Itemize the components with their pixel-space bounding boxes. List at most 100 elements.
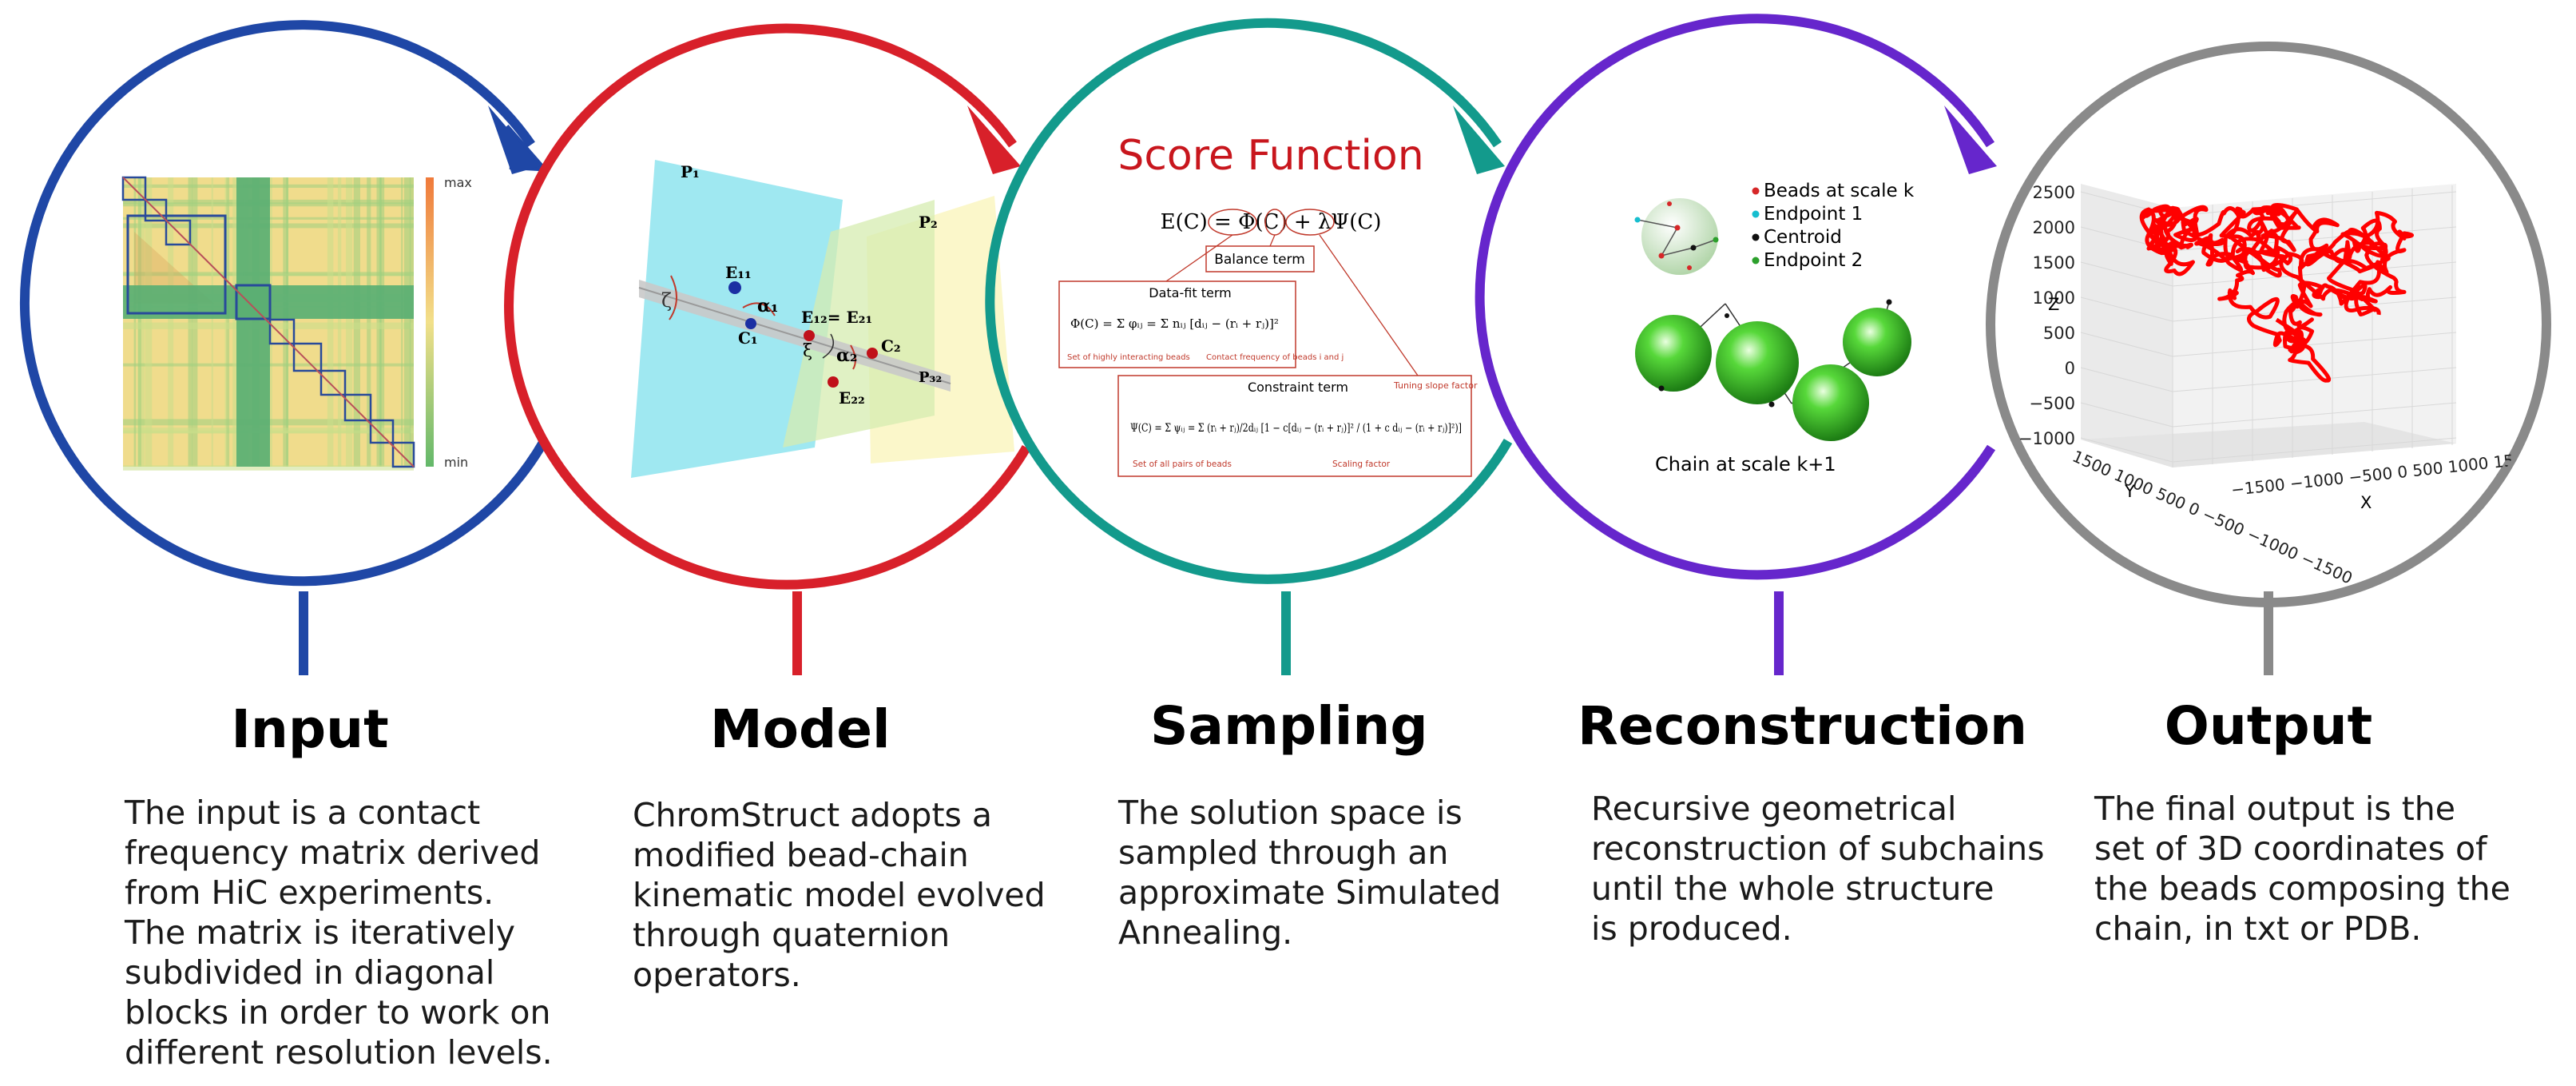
legend-entry: Endpoint 2	[1764, 250, 1863, 271]
description-line: The final output is the	[2094, 790, 2455, 828]
z-tick-label: 2000	[2033, 218, 2075, 237]
stage-sampling-title: Sampling	[1150, 695, 1428, 757]
legend-entry: Endpoint 1	[1764, 204, 1863, 225]
description-line: kinematic model evolved	[633, 876, 1046, 914]
z-tick-label: 1500	[2033, 253, 2075, 272]
model-stem	[792, 591, 802, 675]
description-line: sampled through an	[1118, 833, 1449, 872]
bead	[1716, 321, 1799, 404]
c1-label: C₁	[738, 328, 758, 348]
plane-p1-label: P₁	[681, 162, 700, 181]
description-line: from HiC experiments.	[125, 873, 494, 912]
score-function-panel: Score Function E(C) = Φ(C) + λΨ(C) Balan…	[1058, 132, 1478, 477]
colorbar-max-label: max	[444, 175, 472, 190]
chain-caption: Chain at scale k+1	[1655, 453, 1836, 475]
description-line: The matrix is iteratively	[125, 913, 516, 952]
plane-p2-label: P₂	[919, 213, 938, 232]
description-line: through quaternion	[633, 916, 951, 954]
sampling-arrow-icon	[1453, 105, 1505, 174]
datafit-note-2: Contact frequency of beads i and j	[1206, 353, 1344, 362]
description-line: ChromStruct adopts a	[633, 796, 993, 834]
diagonal-blocks	[121, 176, 415, 468]
description-line: reconstruction of subchains	[1591, 829, 2045, 868]
model-stage-graphic	[504, 23, 1031, 675]
c2-label: C₂	[881, 336, 901, 356]
output-stem	[2264, 591, 2273, 675]
description-line: Recursive geometrical	[1591, 790, 1957, 828]
zeta-label: ζ	[661, 289, 672, 312]
chain-trace	[2139, 202, 2415, 383]
z-tick-label: 0	[2065, 359, 2075, 378]
sampling-ring	[985, 18, 1513, 584]
y-axis-label: Y	[2124, 482, 2135, 501]
reconstruction-arrow-icon	[1944, 105, 1997, 174]
z-tick-label: 500	[2043, 324, 2075, 343]
constraint-equation: Ψ(C) = Σ ψᵢⱼ = Σ (rᵢ + rⱼ)/2dᵢⱼ [1 − c[d…	[1130, 422, 1462, 435]
bead	[1635, 315, 1712, 392]
legend-entry: Centroid	[1764, 227, 1842, 248]
description-line: The input is a contact	[125, 794, 481, 832]
output-stage-graphic	[1986, 42, 2551, 675]
z-axis-label: Z	[2048, 295, 2059, 314]
main-equation: E(C) = Φ(C) + λΨ(C)	[1161, 210, 1382, 234]
constraint-term-title: Constraint term	[1248, 380, 1348, 395]
kinematic-model: P₁ P₂ P₃₂ E₁₁ C₁ α₁ E₁₂= E₂₁ ξ α₂ C₂ E₂₂…	[631, 160, 1014, 478]
stage-reconstruction-title: Reconstruction	[1578, 695, 2028, 757]
input-stage-graphic	[19, 20, 550, 675]
constraint-note-1: Set of all pairs of beads	[1133, 459, 1232, 469]
sampling-stem	[1281, 591, 1291, 675]
description-line: frequency matrix derived	[125, 833, 541, 872]
sampling-stage-graphic	[985, 18, 1513, 675]
balance-term: Balance term	[1214, 252, 1305, 268]
datafit-equation: Φ(C) = Σ φᵢⱼ = Σ nᵢⱼ [dᵢⱼ − (rᵢ + rⱼ)]²	[1070, 316, 1279, 331]
bead	[1792, 364, 1869, 441]
description-line: The solution space is	[1118, 794, 1463, 832]
e11-label: E₁₁	[725, 263, 752, 282]
datafit-term-title: Data-fit term	[1149, 285, 1231, 300]
z-tick-label: 1000	[2033, 288, 2075, 308]
score-function-title: Score Function	[1117, 132, 1423, 180]
colorbar	[426, 177, 434, 467]
z-tick-label: −1000	[2018, 429, 2075, 448]
y-axis-ticks: 1500 1000 500 0 −500 −1000 −1500	[2070, 447, 2356, 588]
reconstruction-ring	[1475, 14, 1996, 580]
legend-marker	[1752, 257, 1760, 265]
e12-label: E₁₂= E₂₁	[801, 308, 872, 327]
model-arrow-icon	[967, 105, 1021, 174]
description-line: Annealing.	[1118, 913, 1293, 952]
plane-p3-label: P₃₂	[919, 369, 942, 386]
z-tick-label: −500	[2029, 394, 2075, 413]
description-line: modified bead-chain	[633, 836, 969, 874]
legend-marker	[1752, 233, 1760, 241]
model-ring	[504, 23, 1031, 590]
legend-marker	[1752, 210, 1760, 218]
description-line: approximate Simulated	[1118, 873, 1502, 912]
description-line: chain, in txt or PDB.	[2094, 909, 2422, 948]
stage-output-title: Output	[2164, 695, 2373, 757]
description-line: is produced.	[1591, 909, 1792, 948]
legend-marker	[1752, 187, 1760, 195]
input-ring	[19, 20, 549, 587]
constraint-note-2: Scaling factor	[1332, 459, 1391, 469]
tuning-factor-note: Tuning slope factor	[1393, 380, 1478, 391]
reconstruction-stage-graphic	[1475, 14, 1997, 675]
colorbar-min-label: min	[444, 455, 468, 470]
e22-label: E₂₂	[839, 388, 865, 408]
description-line: the beads composing the	[2094, 869, 2511, 908]
description-line: different resolution levels.	[125, 1033, 553, 1072]
bead	[1843, 308, 1911, 376]
description-line: operators.	[633, 956, 801, 994]
input-stem	[299, 591, 308, 675]
contact-matrix: max min	[121, 175, 472, 471]
description-line: blocks in order to work on	[125, 993, 551, 1032]
reconstruction-stem	[1774, 591, 1784, 675]
description-line: set of 3D coordinates of	[2094, 829, 2487, 868]
